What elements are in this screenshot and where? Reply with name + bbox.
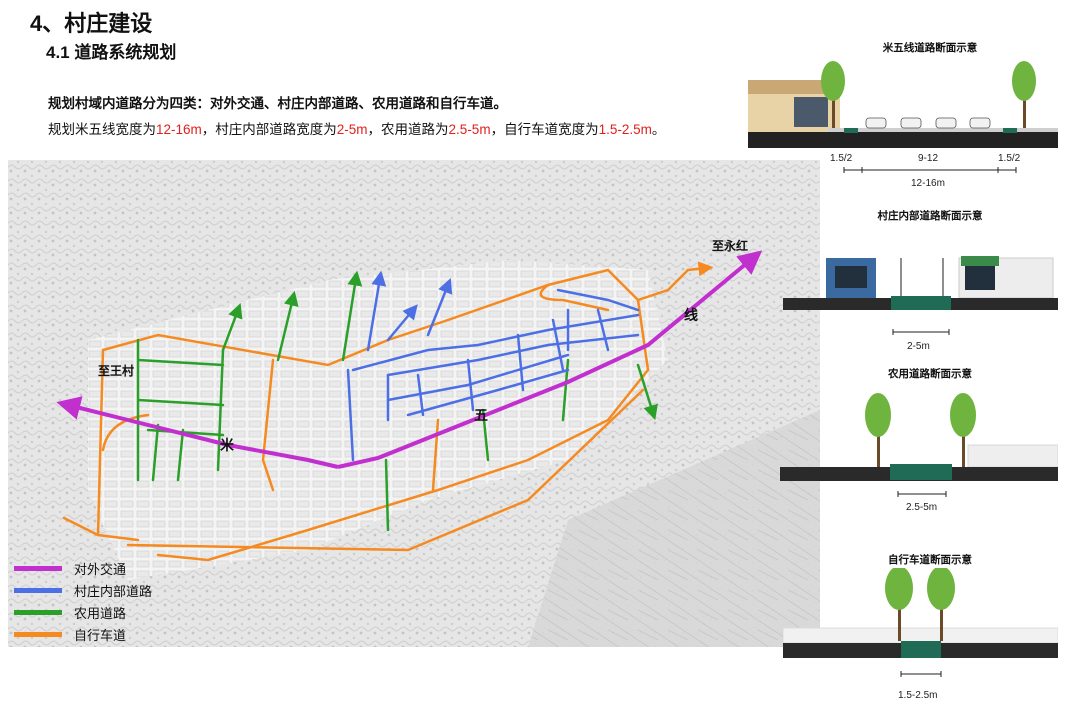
section4-title: 自行车道断面示意 [888,554,972,566]
farm-roads [136,270,658,532]
dim-total: 1.5-2.5m [898,690,937,701]
section1-diagram: 1.5/2 9-12 1.5/2 12-16m [748,61,1058,189]
ground [748,132,1058,148]
page-title: 4、村庄建设 [30,11,153,36]
desc-part-1: 规划米五线宽度为 [48,122,156,137]
dim-total: 2-5m [907,341,930,352]
description-line: 规划米五线宽度为12-16m，村庄内部道路宽度为2-5m，农用道路为2.5-5m… [48,118,665,138]
legend-item-external: 对外交通 [14,558,126,578]
legend-swatch [14,565,62,571]
dim-mid: 9-12 [918,153,938,164]
desc-part-4: ，自行车道宽度为 [490,122,599,137]
field [967,444,1058,468]
cars [865,117,991,129]
external-road [337,250,763,469]
field-area [528,410,820,647]
dim-total: 2.5-5m [906,502,937,513]
road-surface [890,464,952,480]
desc-value-3: 2.5-5m [448,122,491,137]
desc-value-2: 2-5m [336,122,368,137]
section1-title: 米五线道路断面示意 [882,42,978,54]
village-internal-roads [346,270,640,462]
section2-title: 村庄内部道路断面示意 [877,210,983,222]
road-char-xian: 线 [684,307,698,323]
legend-label: 农用道路 [74,605,127,621]
section-title: 4.1 道路系统规划 [46,43,177,62]
legend-swatch [14,631,62,637]
road-plan-map: 至王村 至永红 米 五 线 [8,160,820,647]
section2-diagram: 2-5m [783,256,1058,352]
village-area [88,260,668,580]
label-to-yonghong: 至永红 [712,238,748,253]
road-surface [891,296,951,310]
legend-label: 自行车道 [74,627,127,643]
description-bold: 规划村域内道路分为四类：对外交通、村庄内部道路、农用道路和自行车道。 [48,96,507,111]
dim-right: 1.5/2 [998,153,1021,164]
desc-value-1: 12-16m [156,122,202,137]
tree-icon [865,393,891,467]
tree-icon [885,568,913,641]
legend-swatch [14,609,62,615]
section3-title: 农用道路断面示意 [888,368,972,380]
dim-left: 1.5/2 [830,153,853,164]
dim-total: 12-16m [911,178,945,189]
section3-diagram: 2.5-5m [780,393,1058,513]
field [783,627,1058,644]
road-surface [901,641,941,658]
label-to-wangcun: 至王村 [98,363,134,378]
legend-label: 对外交通 [74,561,127,577]
desc-part-2: ，村庄内部道路宽度为 [201,122,337,137]
desc-part-3: ，农用道路为 [367,122,449,137]
section4-diagram: 1.5-2.5m [783,568,1058,701]
bicycle-lanes [62,261,714,562]
legend-item-bicycle: 自行车道 [14,624,126,644]
desc-value-4: 1.5-2.5m [598,122,652,137]
tree-icon [950,393,976,467]
desc-part-5: 。 [651,122,666,137]
legend-swatch [14,587,62,593]
external-road [56,396,339,469]
tree-icon [927,568,955,641]
legend-item-internal: 村庄内部道路 [14,580,152,600]
building-window [794,97,828,127]
tree-icon [1012,61,1036,128]
road-char-mi: 米 [220,437,235,453]
legend-item-farm: 农用道路 [14,602,126,622]
tree-icon [821,61,845,128]
road-char-wu: 五 [474,407,488,423]
legend-label: 村庄内部道路 [74,583,153,599]
